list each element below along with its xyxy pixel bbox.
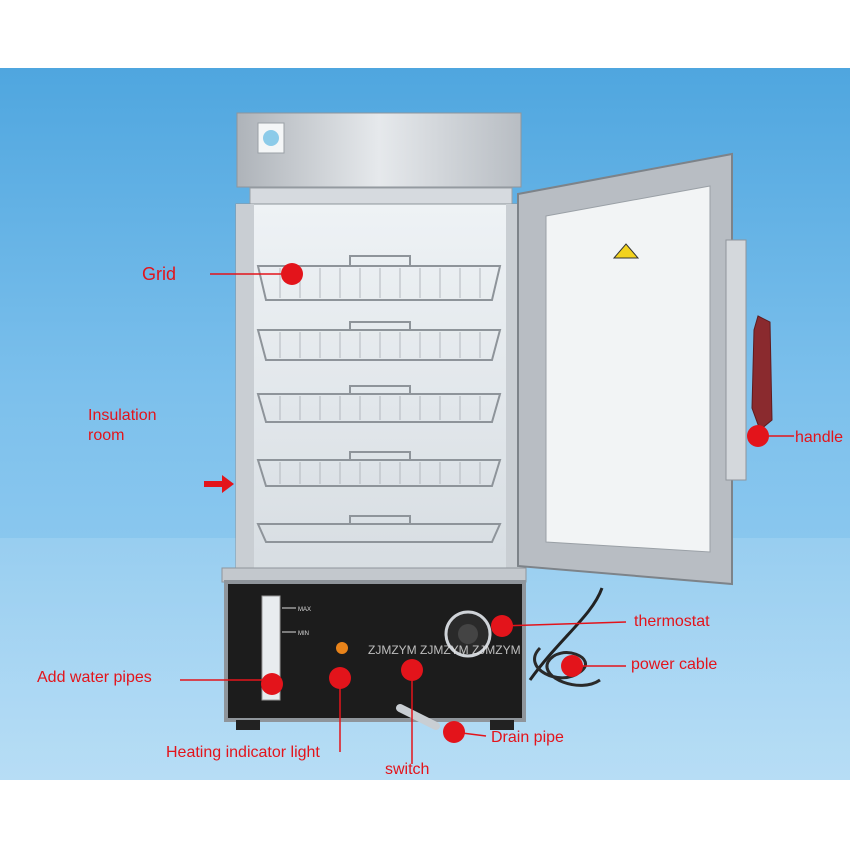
- label-heating-indicator-light: Heating indicator light: [166, 744, 320, 761]
- power-cable-icon: [528, 587, 604, 681]
- heating-indicator-light-icon: [336, 642, 348, 654]
- marker-dot: [261, 263, 769, 743]
- vent-strip: [249, 187, 513, 205]
- arrow-right-icon: [204, 475, 234, 493]
- cabinet-top: [236, 112, 522, 188]
- label-insulation-room: Insulation room: [88, 406, 178, 446]
- shelf-wires: [279, 268, 481, 484]
- label-insulation-line2: room: [88, 427, 125, 444]
- label-grid: Grid: [142, 264, 177, 284]
- label-add-water-pipes: Add water pipes: [37, 669, 152, 686]
- label-drain-pipe: Drain pipe: [491, 729, 564, 746]
- max-mark: MAX: [298, 607, 311, 613]
- open-door: [517, 152, 733, 586]
- food-warmer-cabinet-illustration: MAX MIN ZJMZYM ZJMZYM ZJMZYM: [180, 112, 794, 764]
- door-handle-icon: [751, 315, 773, 431]
- label-insulation-line1: Insulation: [88, 407, 157, 424]
- drain-pipe-icon: [396, 704, 440, 730]
- product-photo-background: MAX MIN ZJMZYM ZJMZYM ZJMZYM: [0, 68, 850, 780]
- label-switch: switch: [385, 761, 430, 778]
- wire-shelf: [256, 255, 502, 543]
- label-handle: handle: [795, 429, 844, 446]
- watermark-text: ZJMZYM ZJMZYM ZJMZYM: [368, 643, 521, 657]
- base-feet: [236, 720, 260, 730]
- label-power-cable: power cable: [631, 656, 718, 673]
- thermostat-dial-icon: [444, 610, 492, 658]
- coiled-power-cable-icon: [533, 646, 601, 687]
- cabinet-base-lip: [221, 567, 527, 583]
- min-mark: MIN: [298, 631, 309, 637]
- glass-cabinet-body: [235, 203, 525, 577]
- hinge-plate: [725, 239, 747, 481]
- label-thermostat: thermostat: [634, 613, 710, 630]
